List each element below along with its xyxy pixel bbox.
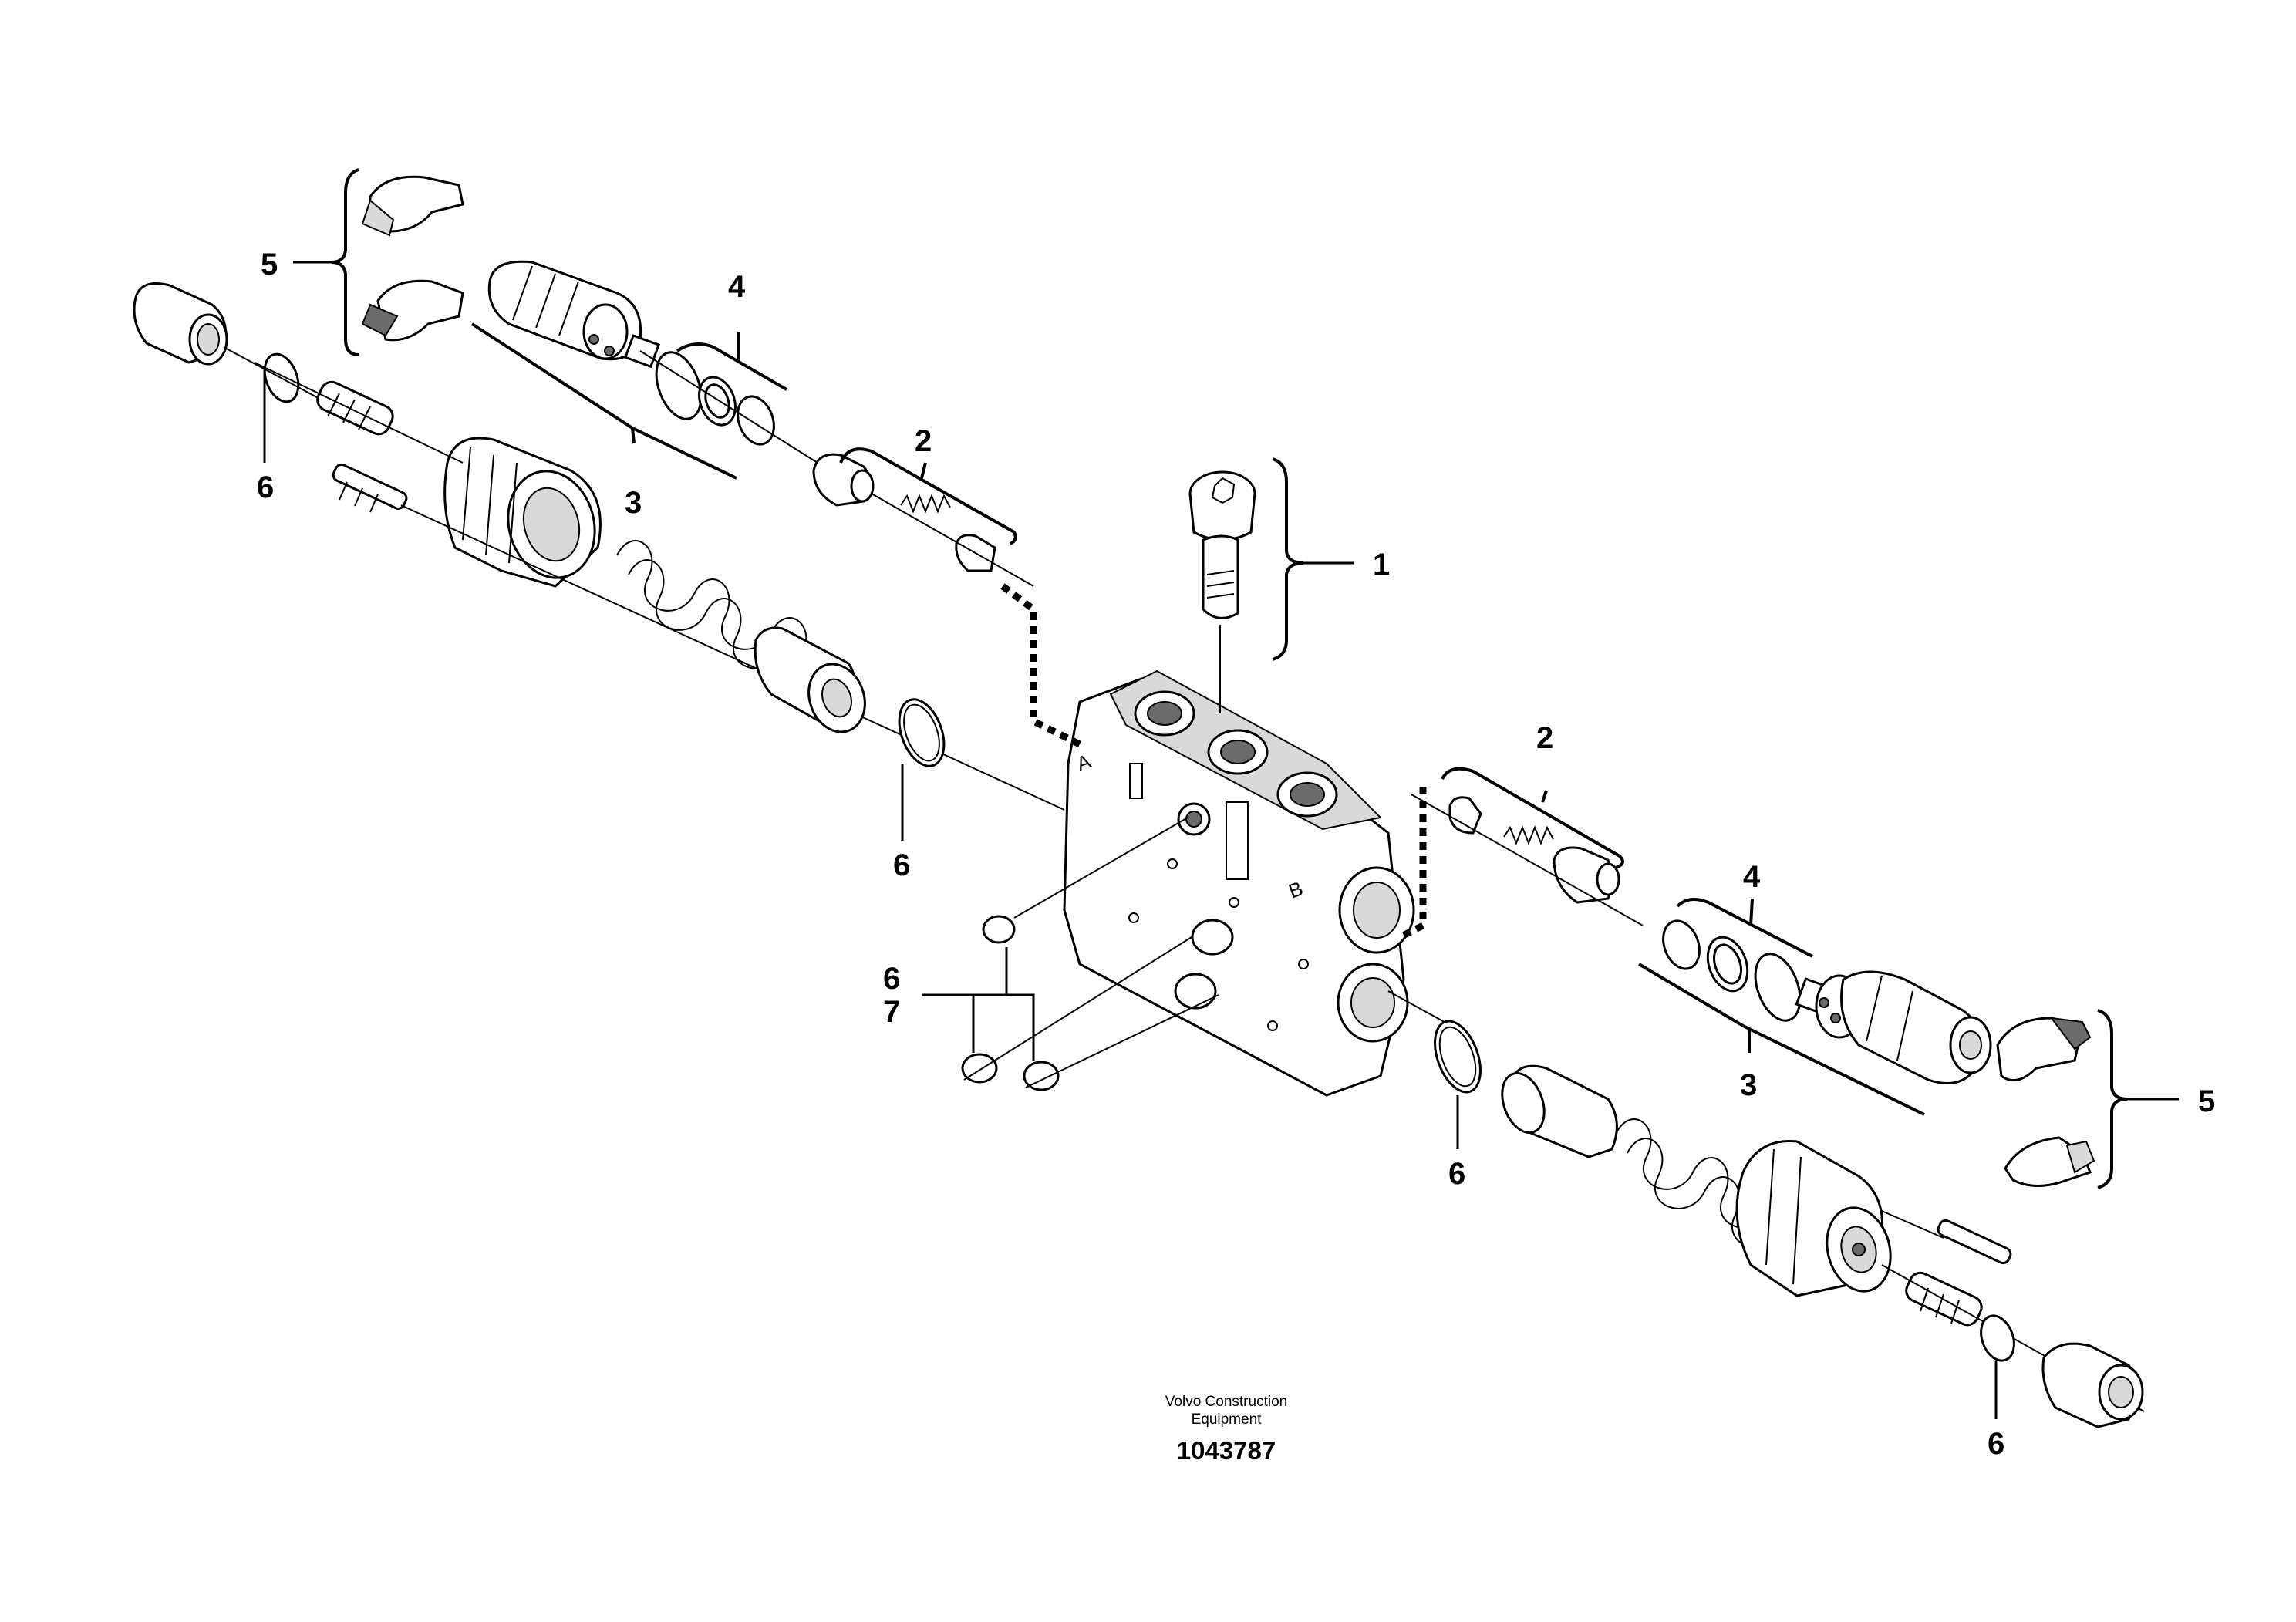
item2-right-bracket [1441,767,1624,869]
footer-drawing-number: 1043787 [1177,1436,1276,1465]
item3-right-cartridge [1795,970,1992,1084]
item6-7-orings [961,817,1219,1091]
right-cap-group [1387,990,2145,1428]
item4-right-seals [1662,919,1802,1022]
item4-right-bracket [1676,898,1813,958]
item1-bracket [1272,457,1304,661]
callout-6-mid-right: 6 [1448,1157,1465,1191]
item6-7-leader [922,947,1035,1061]
callout-5-left: 5 [261,248,278,282]
callout-6-top-left: 6 [257,470,274,504]
callout-6-stack: 6 [883,962,900,996]
item4-left-bracket [676,332,788,391]
callout-2-right: 2 [1536,721,1553,755]
callout-6-bottom-right: 6 [1988,1427,2004,1461]
footer-company-line2: Equipment [1192,1411,1263,1428]
item3-left-cartridge [487,260,660,369]
item2-right-dashed-link [1397,787,1427,941]
callout-2-left: 2 [915,424,932,458]
callout-7-stack: 7 [883,995,900,1029]
item5-left-bracket [331,168,359,356]
item3-right-bracket [1637,963,1925,1116]
callout-4-left: 4 [728,270,746,304]
callout-1: 1 [1373,548,1390,582]
left-cap-group [133,282,1065,811]
callout-5-right: 5 [2198,1084,2215,1118]
item5-right-clips [1996,1017,2095,1187]
valve-section-body: A B [1063,669,1415,1097]
item3-left-bracket [470,322,737,480]
item2-left-poppet [812,453,1034,587]
callout-6-mid-left: 6 [893,848,910,882]
item1-plug-assembly [1188,470,1256,713]
item5-left-clips [361,175,464,342]
footer-company-line1: Volvo Construction [1165,1394,1287,1410]
item2-right-poppet [1411,794,1644,926]
callout-4-right: 4 [1743,860,1761,894]
item5-right-bracket [2097,1009,2128,1189]
item2-left-dashed-link [1000,583,1082,748]
item4-left-seals [655,351,775,446]
callout-3-left: 3 [625,486,642,520]
item2-left-bracket [839,447,1017,545]
callout-3-right: 3 [1740,1068,1757,1102]
